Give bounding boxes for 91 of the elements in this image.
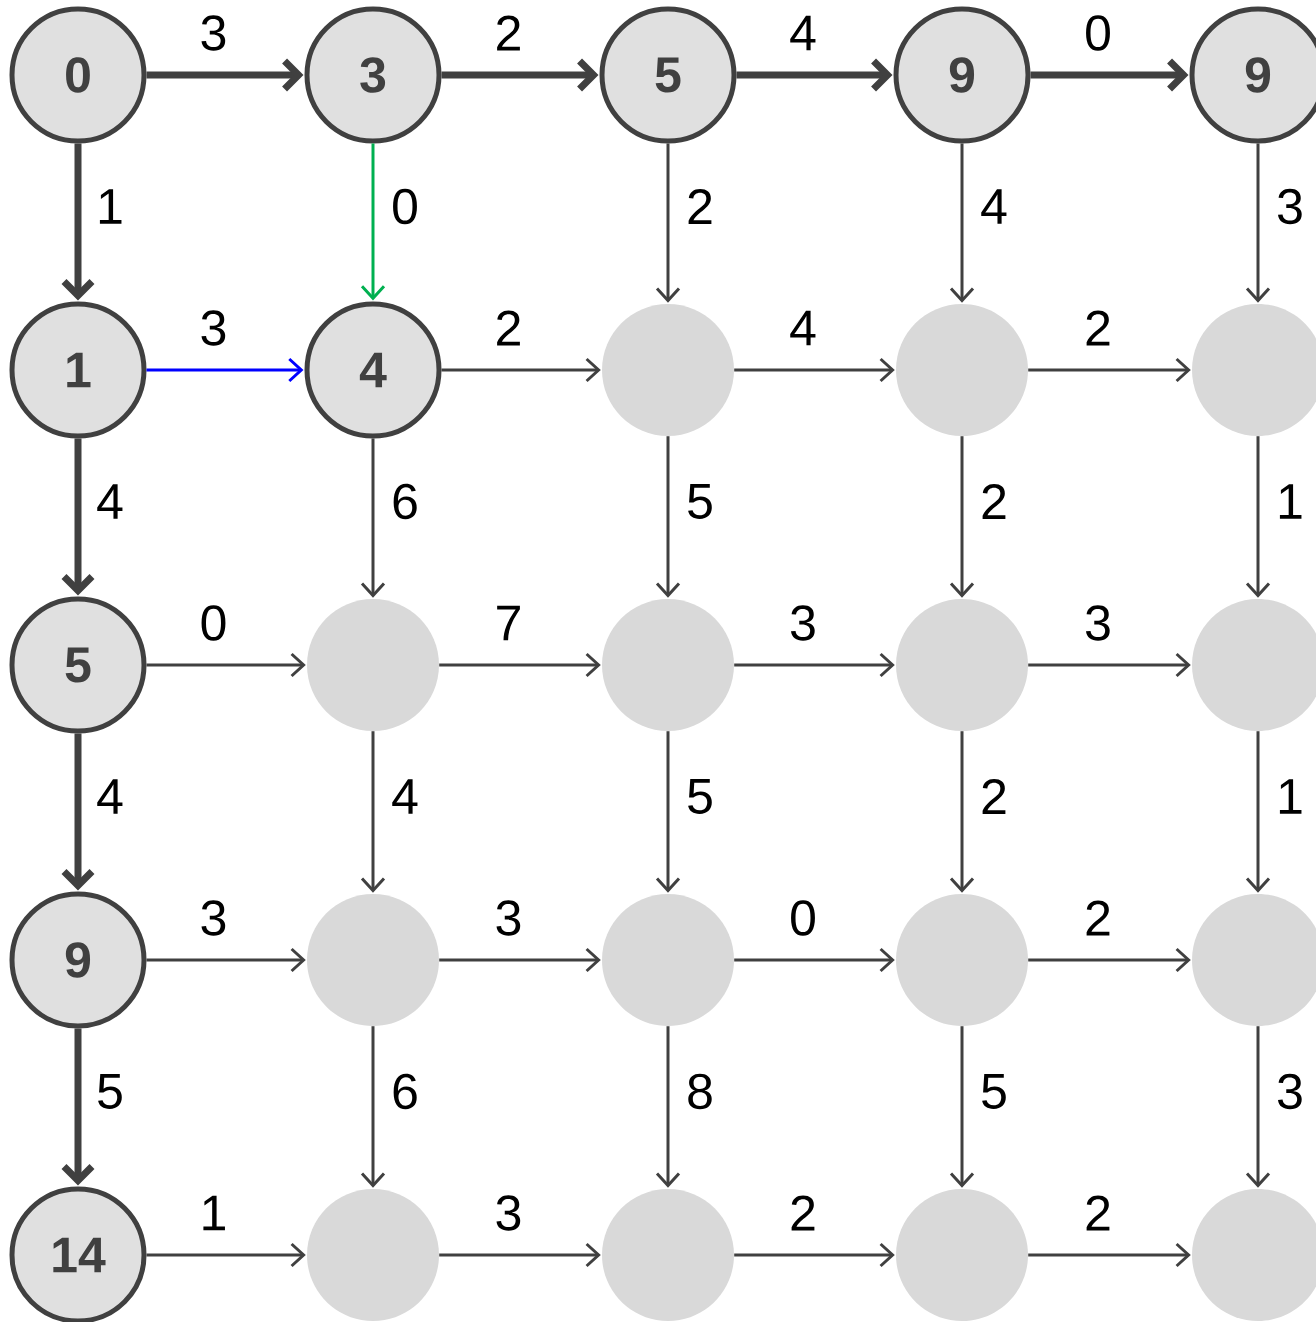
arrow <box>734 1242 895 1268</box>
arrow <box>360 438 386 598</box>
edge-label: 3 <box>493 1194 524 1232</box>
edge-label: 0 <box>390 187 420 226</box>
arrow <box>61 733 95 891</box>
arrow <box>146 58 304 92</box>
arrow <box>360 1026 386 1188</box>
arrow <box>146 357 304 383</box>
edge-label: 2 <box>979 483 1009 520</box>
edge-label: 5 <box>685 778 715 815</box>
edge-label: 3 <box>493 899 524 937</box>
edge-label: 1 <box>198 1194 229 1232</box>
edge-label: 2 <box>1083 309 1113 347</box>
arrow <box>1028 652 1191 678</box>
edge-label: 2 <box>493 309 524 347</box>
arrow <box>1245 731 1271 893</box>
edge-label: 2 <box>979 778 1009 815</box>
arrow <box>1245 143 1271 303</box>
empty-circle <box>307 894 439 1026</box>
edge-label: 7 <box>493 604 524 642</box>
edge-label: 4 <box>95 778 125 815</box>
edge-label: 1 <box>1275 778 1305 815</box>
edge-label: 4 <box>390 778 420 815</box>
edge-label: 3 <box>788 604 818 642</box>
edge-label: 2 <box>788 1194 818 1232</box>
arrow <box>1028 947 1191 973</box>
arrow <box>146 947 306 973</box>
empty-circle <box>896 1189 1028 1321</box>
edge-label: 3 <box>1275 187 1305 226</box>
arrow <box>146 652 306 678</box>
edge-label: 3 <box>1275 1072 1305 1111</box>
edge-label: 3 <box>198 14 229 52</box>
empty-circle <box>896 894 1028 1026</box>
edge-label: 2 <box>685 188 715 225</box>
arrow <box>61 143 95 301</box>
arrow <box>439 652 601 678</box>
edge-label: 4 <box>788 14 818 52</box>
arrow <box>734 947 895 973</box>
empty-circle <box>896 304 1028 436</box>
arrow <box>949 1026 975 1188</box>
edge-label: 1 <box>1275 483 1305 520</box>
arrow <box>1030 58 1189 92</box>
arrow <box>655 436 681 598</box>
arrow <box>736 58 893 92</box>
empty-circle <box>602 894 734 1026</box>
edge-label: 4 <box>95 483 125 520</box>
edge-label: 2 <box>493 14 524 52</box>
empty-circle <box>602 304 734 436</box>
arrow <box>655 731 681 893</box>
arrow <box>655 143 681 303</box>
arrow <box>949 143 975 303</box>
arrow <box>439 1242 601 1268</box>
arrow <box>734 652 895 678</box>
edge-label: 4 <box>979 188 1009 225</box>
arrow <box>360 731 386 893</box>
arrow <box>439 947 601 973</box>
empty-circle <box>896 599 1028 731</box>
empty-circle <box>307 1189 439 1321</box>
arrow <box>1245 1026 1271 1188</box>
edge-label: 4 <box>788 309 818 347</box>
empty-circle <box>307 599 439 731</box>
edge-label: 6 <box>390 482 420 521</box>
arrow <box>441 58 599 92</box>
edge-label: 1 <box>95 188 125 225</box>
arrow <box>61 1028 95 1186</box>
arrow <box>1245 436 1271 598</box>
edge-label: 3 <box>198 899 229 937</box>
edge-label: 0 <box>788 899 818 937</box>
edge-label: 5 <box>979 1073 1009 1110</box>
arrow <box>949 731 975 893</box>
edge-label: 0 <box>1083 14 1113 52</box>
edge-label: 5 <box>685 483 715 520</box>
edge-label: 3 <box>1083 604 1113 642</box>
edge-label: 2 <box>1083 1194 1113 1232</box>
arrow <box>655 1026 681 1188</box>
edge-label: 3 <box>198 309 229 347</box>
arrow <box>1028 1242 1191 1268</box>
arrow <box>146 1242 306 1268</box>
edge-label: 8 <box>685 1072 715 1111</box>
arrow <box>1028 357 1191 383</box>
edge-label: 0 <box>198 604 229 642</box>
arrow <box>360 143 386 301</box>
edge-label: 6 <box>390 1072 420 1111</box>
empty-circle <box>602 599 734 731</box>
edge-label: 5 <box>95 1073 125 1110</box>
empty-circle <box>602 1189 734 1321</box>
arrow <box>61 438 95 596</box>
arrow <box>949 436 975 598</box>
arrow <box>441 357 601 383</box>
arrow <box>734 357 895 383</box>
edge-label: 2 <box>1083 899 1113 937</box>
